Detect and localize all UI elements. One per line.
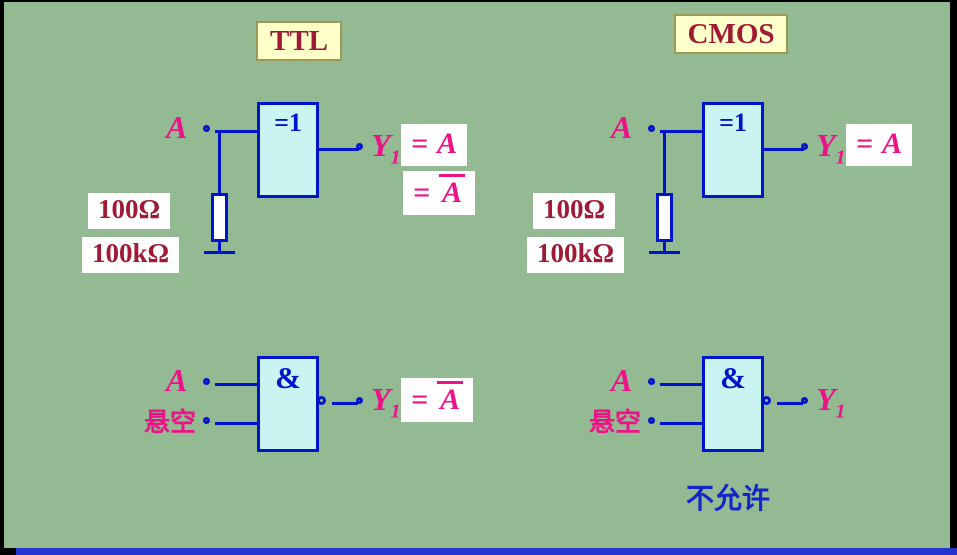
y-subscript: 1 [835, 400, 846, 423]
output-label-y: Y1 [816, 381, 846, 421]
output-terminal [801, 143, 808, 150]
y-subscript: 1 [835, 146, 846, 169]
xor-gate-box: =1 [702, 102, 764, 198]
y-var: Y [371, 127, 391, 163]
input-wire-floating [215, 422, 258, 425]
input-label-a: A [611, 109, 633, 145]
ttl-header: TTL [256, 21, 342, 61]
eq-prefix: = [411, 383, 429, 416]
bottom-corner [0, 548, 16, 555]
resistor-value-small: 100Ω [88, 193, 171, 229]
not-allowed-note: 不允许 [686, 483, 771, 514]
floating-input-label: 悬空 [589, 407, 642, 437]
input-wire-a [215, 383, 258, 386]
input-terminal-floating [648, 417, 655, 424]
input-terminal [203, 125, 210, 132]
inversion-bubble [762, 396, 771, 405]
eq-prefix: = [856, 127, 874, 160]
resistor-wire-bottom [663, 241, 666, 252]
cmos-header: CMOS [674, 14, 788, 54]
inversion-bubble [317, 396, 326, 405]
input-wire-floating [660, 422, 703, 425]
ground-line [204, 251, 235, 254]
output-label-y: Y1 [371, 127, 401, 167]
xor-gate-label: =1 [274, 108, 302, 137]
equation-line-1: =A [846, 124, 913, 166]
input-terminal [648, 125, 655, 132]
resistor-value-large: 100kΩ [82, 237, 180, 273]
left-edge [0, 0, 4, 555]
equation-line-1: =A [401, 124, 468, 166]
nand-gate-box: & [257, 356, 319, 452]
input-wire-a [660, 383, 703, 386]
output-label-y: Y1 [816, 127, 846, 167]
floating-input-label: 悬空 [144, 407, 197, 437]
resistor-value-small: 100Ω [533, 193, 616, 229]
input-label-a: A [611, 362, 633, 398]
resistor-symbol [656, 193, 673, 242]
xor-gate-label: =1 [719, 108, 747, 137]
y-subscript: 1 [390, 146, 401, 169]
output-wire [762, 148, 804, 151]
right-edge [950, 0, 957, 555]
output-wire [317, 148, 359, 151]
input-terminal-a [203, 378, 210, 385]
nand-gate-label: & [720, 360, 746, 395]
xor-gate-box: =1 [257, 102, 319, 198]
output-wire [777, 402, 803, 405]
input-wire [660, 130, 703, 133]
nand-gate-box: & [702, 356, 764, 452]
y-subscript: 1 [390, 400, 401, 423]
top-edge [0, 0, 957, 2]
output-wire [332, 402, 358, 405]
output-terminal [356, 143, 363, 150]
ground-line [649, 251, 680, 254]
input-label-a: A [166, 362, 188, 398]
resistor-wire-top [218, 132, 221, 194]
output-label-y: Y1 [371, 381, 401, 421]
equation-line-1: =A [401, 378, 474, 422]
eq-var-overline: A [439, 174, 466, 209]
eq-var-overline: A [437, 381, 464, 416]
resistor-wire-top [663, 132, 666, 194]
eq-var: A [882, 127, 903, 160]
bottom-bar [0, 548, 957, 555]
resistor-wire-bottom [218, 241, 221, 252]
input-wire [215, 130, 258, 133]
eq-var: A [437, 127, 458, 160]
input-terminal-floating [203, 417, 210, 424]
resistor-symbol [211, 193, 228, 242]
input-terminal-a [648, 378, 655, 385]
output-terminal [356, 397, 363, 404]
nand-gate-label: & [275, 360, 301, 395]
y-var: Y [371, 381, 391, 417]
eq-prefix: = [413, 176, 431, 209]
eq-prefix: = [411, 127, 429, 160]
equation-line-2: =A [403, 171, 476, 215]
input-label-a: A [166, 109, 188, 145]
output-terminal [801, 397, 808, 404]
resistor-value-large: 100kΩ [527, 237, 625, 273]
y-var: Y [816, 381, 836, 417]
y-var: Y [816, 127, 836, 163]
